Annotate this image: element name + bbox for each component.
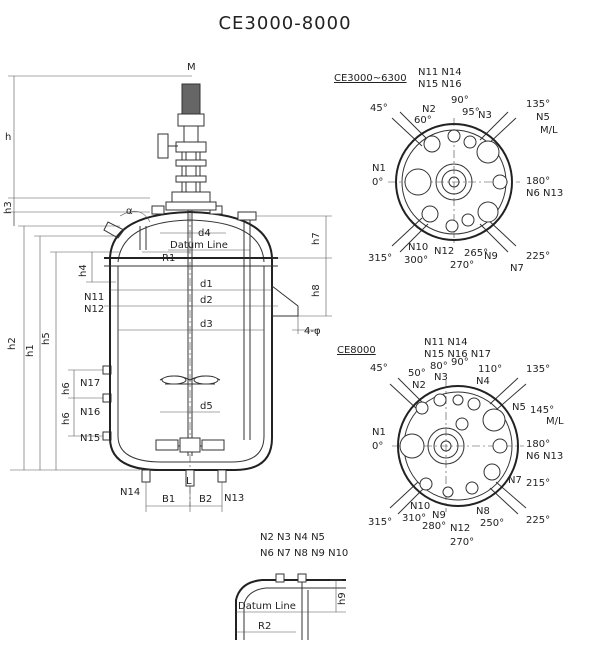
tv2-n7: N7 xyxy=(508,475,522,486)
nozzle-n16: N16 xyxy=(80,407,100,418)
nozzle-n13: N13 xyxy=(224,493,244,504)
tv2-n3: N3 xyxy=(434,372,448,383)
dim-d2: d2 xyxy=(200,295,213,306)
nozzle-n12: N12 xyxy=(84,304,104,315)
dim-r1: R1 xyxy=(162,253,175,264)
tv1-n2: N2 xyxy=(422,104,436,115)
tv1-225deg: 225° xyxy=(526,251,550,262)
dim-d3: d3 xyxy=(200,319,213,330)
tv2-0deg: 0° xyxy=(372,441,383,452)
tv2-n6-n13: N6 N13 xyxy=(526,451,563,462)
tv1-90deg: 90° xyxy=(451,95,469,106)
dim-l: L xyxy=(186,476,192,487)
detail-datum-line: Datum Line xyxy=(238,601,296,612)
top-view-1-header: CE3000~6300 xyxy=(334,73,407,84)
nozzle-detail-view: N2 N3 N4 N5 N6 N7 N8 N9 N10 Datum Line h… xyxy=(235,532,348,640)
tv2-215deg: 215° xyxy=(526,478,550,489)
dim-h6-upper: h6 xyxy=(61,382,72,395)
tv2-180deg: 180° xyxy=(526,439,550,450)
tv1-n3: N3 xyxy=(478,110,492,121)
tv2-90deg: 90° xyxy=(451,357,469,368)
tv2-50deg: 50° xyxy=(408,368,426,379)
tv1-180deg: 180° xyxy=(526,176,550,187)
side-elevation-view: h h3 h2 h1 h5 h4 N11 N12 h6 h6 N17 N16 N… xyxy=(3,62,332,512)
tv2-250deg: 250° xyxy=(480,518,504,529)
tv2-n11-n14: N11 N14 xyxy=(424,337,468,348)
nozzle-n15: N15 xyxy=(80,433,100,444)
tv2-280deg: 280° xyxy=(422,521,446,532)
dim-h4: h4 xyxy=(78,264,89,277)
tv1-ml: M/L xyxy=(540,125,558,136)
tv2-145deg: 145° xyxy=(530,405,554,416)
tv2-n5: N5 xyxy=(512,402,526,413)
detail-r2: R2 xyxy=(258,621,271,632)
dim-d5: d5 xyxy=(200,401,213,412)
top-view-ce3000-6300: CE3000~6300 N11 N14 N15 N16 90° 45° N xyxy=(334,67,563,274)
tv1-300deg: 300° xyxy=(404,255,428,266)
dim-h2: h2 xyxy=(7,337,18,350)
detail-h9: h9 xyxy=(337,592,348,605)
datum-line-label: Datum Line xyxy=(170,240,228,251)
tv1-n5: N5 xyxy=(536,112,550,123)
dim-h3: h3 xyxy=(3,201,14,214)
tv2-n12: N12 xyxy=(450,523,470,534)
tv2-ml: M/L xyxy=(546,416,564,427)
tv2-n15-n16-n17: N15 N16 N17 xyxy=(424,349,491,360)
dim-lug: 4-φ xyxy=(304,326,321,337)
tv2-135deg: 135° xyxy=(526,364,550,375)
tv2-n4: N4 xyxy=(476,376,490,387)
detail-line-2: N6 N7 N8 N9 N10 xyxy=(260,548,348,559)
nozzle-n11: N11 xyxy=(84,292,104,303)
tv2-n9: N9 xyxy=(432,510,446,521)
tv1-265deg: 265° xyxy=(464,248,488,259)
tv1-n1: N1 xyxy=(372,163,386,174)
tv2-110deg: 110° xyxy=(478,364,502,375)
top-view-2-header: CE8000 xyxy=(337,345,376,356)
dim-b1: B1 xyxy=(162,494,175,505)
dim-d1: d1 xyxy=(200,279,213,290)
tv1-n6-n13: N6 N13 xyxy=(526,188,563,199)
dim-alpha: α xyxy=(126,206,133,217)
motor-label: M xyxy=(187,62,196,73)
tv2-270deg: 270° xyxy=(450,537,474,548)
tv1-n9: N9 xyxy=(484,251,498,262)
tv2-45deg: 45° xyxy=(370,363,388,374)
dim-h1: h1 xyxy=(25,344,36,357)
tv2-80deg: 80° xyxy=(430,361,448,372)
dim-d4: d4 xyxy=(198,228,211,239)
tv1-n7: N7 xyxy=(510,263,524,274)
nozzle-n14: N14 xyxy=(120,487,140,498)
tv1-270deg: 270° xyxy=(450,260,474,271)
detail-line-1: N2 N3 N4 N5 xyxy=(260,532,325,543)
tv2-n10: N10 xyxy=(410,501,430,512)
tv2-n1: N1 xyxy=(372,427,386,438)
tv1-135deg: 135° xyxy=(526,99,550,110)
dim-h: h xyxy=(5,132,11,143)
tv2-315deg: 315° xyxy=(368,517,392,528)
tv1-315deg: 315° xyxy=(368,253,392,264)
dim-b2: B2 xyxy=(199,494,212,505)
tv1-0deg: 0° xyxy=(372,177,383,188)
dim-h7: h7 xyxy=(311,232,322,245)
tv1-n15-n16: N15 N16 xyxy=(418,79,462,90)
tv1-95deg: 95° xyxy=(462,107,480,118)
tv1-60deg: 60° xyxy=(414,115,432,126)
tv2-n2: N2 xyxy=(412,380,426,391)
tv2-310deg: 310° xyxy=(402,513,426,524)
tv1-45deg: 45° xyxy=(370,103,388,114)
dim-h5: h5 xyxy=(41,332,52,345)
tv1-n12: N12 xyxy=(434,246,454,257)
tv2-225deg: 225° xyxy=(526,515,550,526)
dim-h8: h8 xyxy=(311,284,322,297)
tv1-n11-n14: N11 N14 xyxy=(418,67,462,78)
dim-h6-lower: h6 xyxy=(61,412,72,425)
tv1-n10: N10 xyxy=(408,242,428,253)
tv2-n8: N8 xyxy=(476,506,490,517)
nozzle-n17: N17 xyxy=(80,378,100,389)
drawing-title: CE3000-8000 xyxy=(218,13,351,34)
top-view-ce8000: CE8000 N11 N14 N15 N16 N17 80° 90° 45° 5… xyxy=(337,337,564,548)
